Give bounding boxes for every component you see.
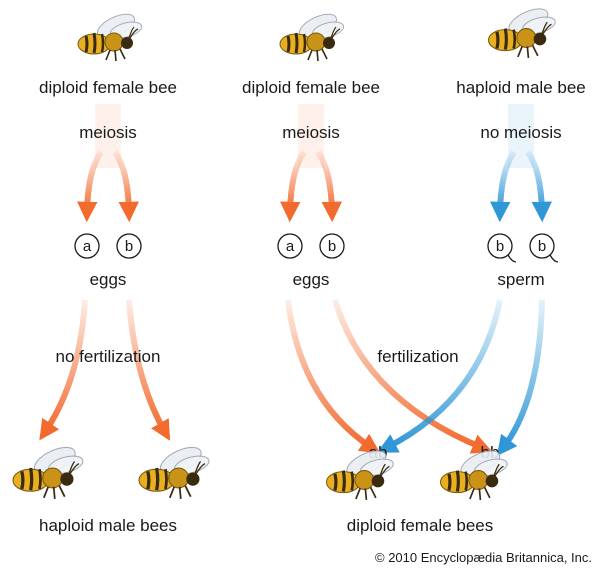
middle-gamete-label: eggs bbox=[293, 270, 330, 289]
left-arrow-offspring-2 bbox=[126, 299, 171, 441]
left-parent-label: diploid female bee bbox=[39, 78, 177, 97]
bee-icon bbox=[278, 7, 347, 63]
right-process-label: no meiosis bbox=[480, 123, 561, 142]
middle-parent-label: diploid female bee bbox=[242, 78, 380, 97]
left-offspring-bee-2 bbox=[137, 440, 213, 501]
right-parent-bee bbox=[486, 2, 559, 60]
egg-b-to-bb-arrow bbox=[332, 299, 493, 454]
egg-icon bbox=[319, 233, 345, 259]
left-process-label: meiosis bbox=[79, 123, 137, 142]
egg-a-to-ab-arrow bbox=[285, 299, 381, 454]
fertilization-label: fertilization bbox=[377, 347, 458, 366]
egg-icon bbox=[116, 233, 142, 259]
right-gamete-label: sperm bbox=[497, 270, 544, 289]
right-arrow-2 bbox=[525, 150, 552, 223]
left-arrow-offspring-1 bbox=[39, 299, 88, 441]
middle-egg-b: b bbox=[319, 233, 345, 259]
diploid-offspring-label: diploid female bees bbox=[347, 516, 493, 535]
svg-text:a: a bbox=[286, 238, 295, 255]
copyright-notice: © 2010 Encyclopædia Britannica, Inc. bbox=[375, 550, 592, 565]
diploid-offspring-bee-2 bbox=[438, 444, 511, 502]
sperm-icon bbox=[487, 233, 513, 259]
svg-text:b: b bbox=[538, 238, 546, 255]
right-sperm-2: b bbox=[529, 233, 559, 263]
right-sperm-1: b bbox=[487, 233, 517, 263]
svg-text:b: b bbox=[125, 238, 133, 255]
left-egg-a: a bbox=[74, 233, 100, 259]
bee-icon bbox=[76, 7, 145, 63]
bee-icon bbox=[438, 444, 511, 502]
bee-icon bbox=[137, 440, 213, 501]
left-arrow-a bbox=[77, 150, 104, 223]
bee-icon bbox=[324, 444, 397, 502]
left-arrow-b bbox=[112, 150, 139, 223]
sperm-to-bb-arrow bbox=[496, 299, 545, 457]
left-egg-b: b bbox=[116, 233, 142, 259]
left-parent-bee bbox=[76, 7, 145, 63]
left-offspring-bee-1 bbox=[11, 440, 87, 501]
left-gamete-label: eggs bbox=[90, 270, 127, 289]
egg-icon bbox=[277, 233, 303, 259]
egg-icon bbox=[74, 233, 100, 259]
middle-egg-a: a bbox=[277, 233, 303, 259]
left-offspring-label: haploid male bees bbox=[39, 516, 177, 535]
middle-arrow-a bbox=[280, 150, 307, 223]
middle-parent-bee bbox=[278, 7, 347, 63]
no-fertilization-label: no fertilization bbox=[56, 347, 161, 366]
right-arrow-1 bbox=[490, 150, 517, 223]
diploid-offspring-bee-1 bbox=[324, 444, 397, 502]
bee-icon bbox=[486, 2, 559, 60]
middle-process-label: meiosis bbox=[282, 123, 340, 142]
svg-text:b: b bbox=[328, 238, 336, 255]
middle-arrow-b bbox=[315, 150, 342, 223]
svg-text:b: b bbox=[496, 238, 504, 255]
bee-icon bbox=[11, 440, 87, 501]
right-parent-label: haploid male bee bbox=[456, 78, 585, 97]
sperm-to-ab-arrow bbox=[376, 299, 503, 453]
sperm-icon bbox=[529, 233, 555, 259]
svg-text:a: a bbox=[83, 238, 92, 255]
